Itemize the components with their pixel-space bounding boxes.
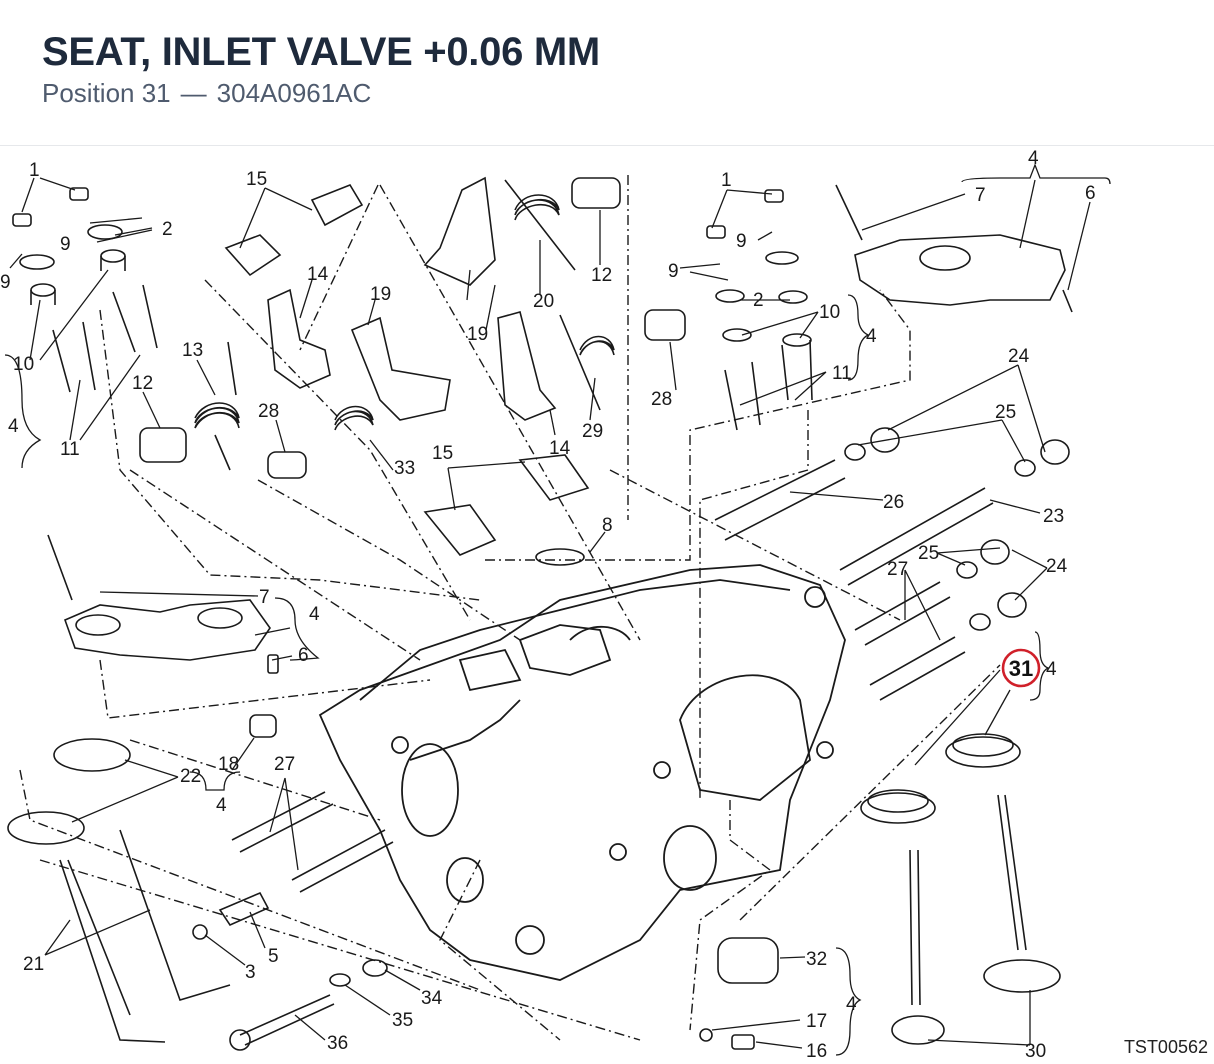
callout-27: 27 xyxy=(274,754,295,775)
callout-20: 20 xyxy=(533,291,554,312)
callout-29: 29 xyxy=(582,421,603,442)
callout-35: 35 xyxy=(392,1010,413,1031)
highlighted-callout-31[interactable]: 31 xyxy=(1001,648,1041,688)
leader-lines xyxy=(4,163,1111,1056)
page-title: SEAT, INLET VALVE +0.06 MM xyxy=(42,30,600,74)
callout-4: 4 xyxy=(216,795,227,816)
callout-14: 14 xyxy=(549,438,571,459)
callout-34: 34 xyxy=(421,988,443,1009)
highlight-leader-lines xyxy=(914,631,1050,766)
callout-10: 10 xyxy=(819,302,840,323)
callout-24: 24 xyxy=(1046,556,1068,577)
callout-25: 25 xyxy=(995,402,1016,423)
callout-9: 9 xyxy=(60,234,71,255)
cylinder-head-body xyxy=(318,564,846,981)
callout-17: 17 xyxy=(806,1011,827,1032)
callout-22: 22 xyxy=(180,766,201,787)
callout-2: 2 xyxy=(753,290,764,311)
callout-27: 27 xyxy=(887,559,908,580)
callout-1: 1 xyxy=(29,160,40,181)
parts-outlines xyxy=(7,176,1073,1051)
reference-code: TST00562 xyxy=(1123,1037,1208,1057)
callout-11: 11 xyxy=(60,439,80,460)
callout-28: 28 xyxy=(651,389,672,410)
callout-12: 12 xyxy=(132,373,153,394)
callout-15: 15 xyxy=(246,169,267,190)
callout-12: 12 xyxy=(591,265,612,286)
callout-10: 10 xyxy=(13,354,34,375)
page-header: SEAT, INLET VALVE +0.06 MM Position 31 — 3… xyxy=(0,0,1214,146)
separator: — xyxy=(180,78,207,108)
callout-4: 4 xyxy=(8,416,19,437)
callout-1: 1 xyxy=(721,170,732,191)
callout-7: 7 xyxy=(975,185,986,206)
callout-36: 36 xyxy=(327,1033,348,1054)
callout-6: 6 xyxy=(298,645,309,666)
position-label: Position 31 xyxy=(42,78,171,108)
callout-31[interactable]: 31 xyxy=(1009,656,1033,681)
callout-7: 7 xyxy=(259,587,270,608)
callout-5: 5 xyxy=(268,946,279,967)
callout-9: 9 xyxy=(736,231,747,252)
callout-4: 4 xyxy=(1046,659,1057,680)
callout-3: 3 xyxy=(245,962,256,983)
callout-30: 30 xyxy=(1025,1041,1046,1062)
callout-13: 13 xyxy=(182,340,203,361)
exploded-diagram: 1 2 9 9 10 4 11 12 13 15 14 19 28 33 19 … xyxy=(0,150,1214,1064)
callout-labels: 1 2 9 9 10 4 11 12 13 15 14 19 28 33 19 … xyxy=(0,150,1096,1062)
callout-14: 14 xyxy=(307,264,329,285)
callout-11: 11 xyxy=(832,363,852,384)
callout-19: 19 xyxy=(467,324,488,345)
callout-23: 23 xyxy=(1043,506,1064,527)
callout-6: 6 xyxy=(1085,183,1096,204)
part-number: 304A0961AC xyxy=(216,78,372,108)
callout-4: 4 xyxy=(1028,150,1039,169)
callout-8: 8 xyxy=(602,515,613,536)
callout-24: 24 xyxy=(1008,346,1030,367)
callout-19: 19 xyxy=(370,284,391,305)
callout-9: 9 xyxy=(668,261,679,282)
callout-25: 25 xyxy=(918,543,939,564)
highlight-ring xyxy=(1001,648,1041,688)
callout-4: 4 xyxy=(866,326,877,347)
assembly-dash-lines xyxy=(19,175,1001,1041)
callout-26: 26 xyxy=(883,492,904,513)
callout-9: 9 xyxy=(0,272,11,293)
callout-2: 2 xyxy=(162,219,173,240)
callout-15: 15 xyxy=(432,443,453,464)
page-subtitle: Position 31 — 304A0961AC xyxy=(42,78,371,108)
callout-4: 4 xyxy=(846,994,857,1015)
callout-33: 33 xyxy=(394,458,415,479)
callout-16: 16 xyxy=(806,1041,827,1062)
callout-4: 4 xyxy=(309,604,320,625)
callout-32: 32 xyxy=(806,949,827,970)
callout-21: 21 xyxy=(23,954,44,975)
callout-18: 18 xyxy=(218,754,239,775)
cylinder-head-exploded-view: 1 2 9 9 10 4 11 12 13 15 14 19 28 33 19 … xyxy=(0,150,1111,1062)
callout-28: 28 xyxy=(258,401,279,422)
